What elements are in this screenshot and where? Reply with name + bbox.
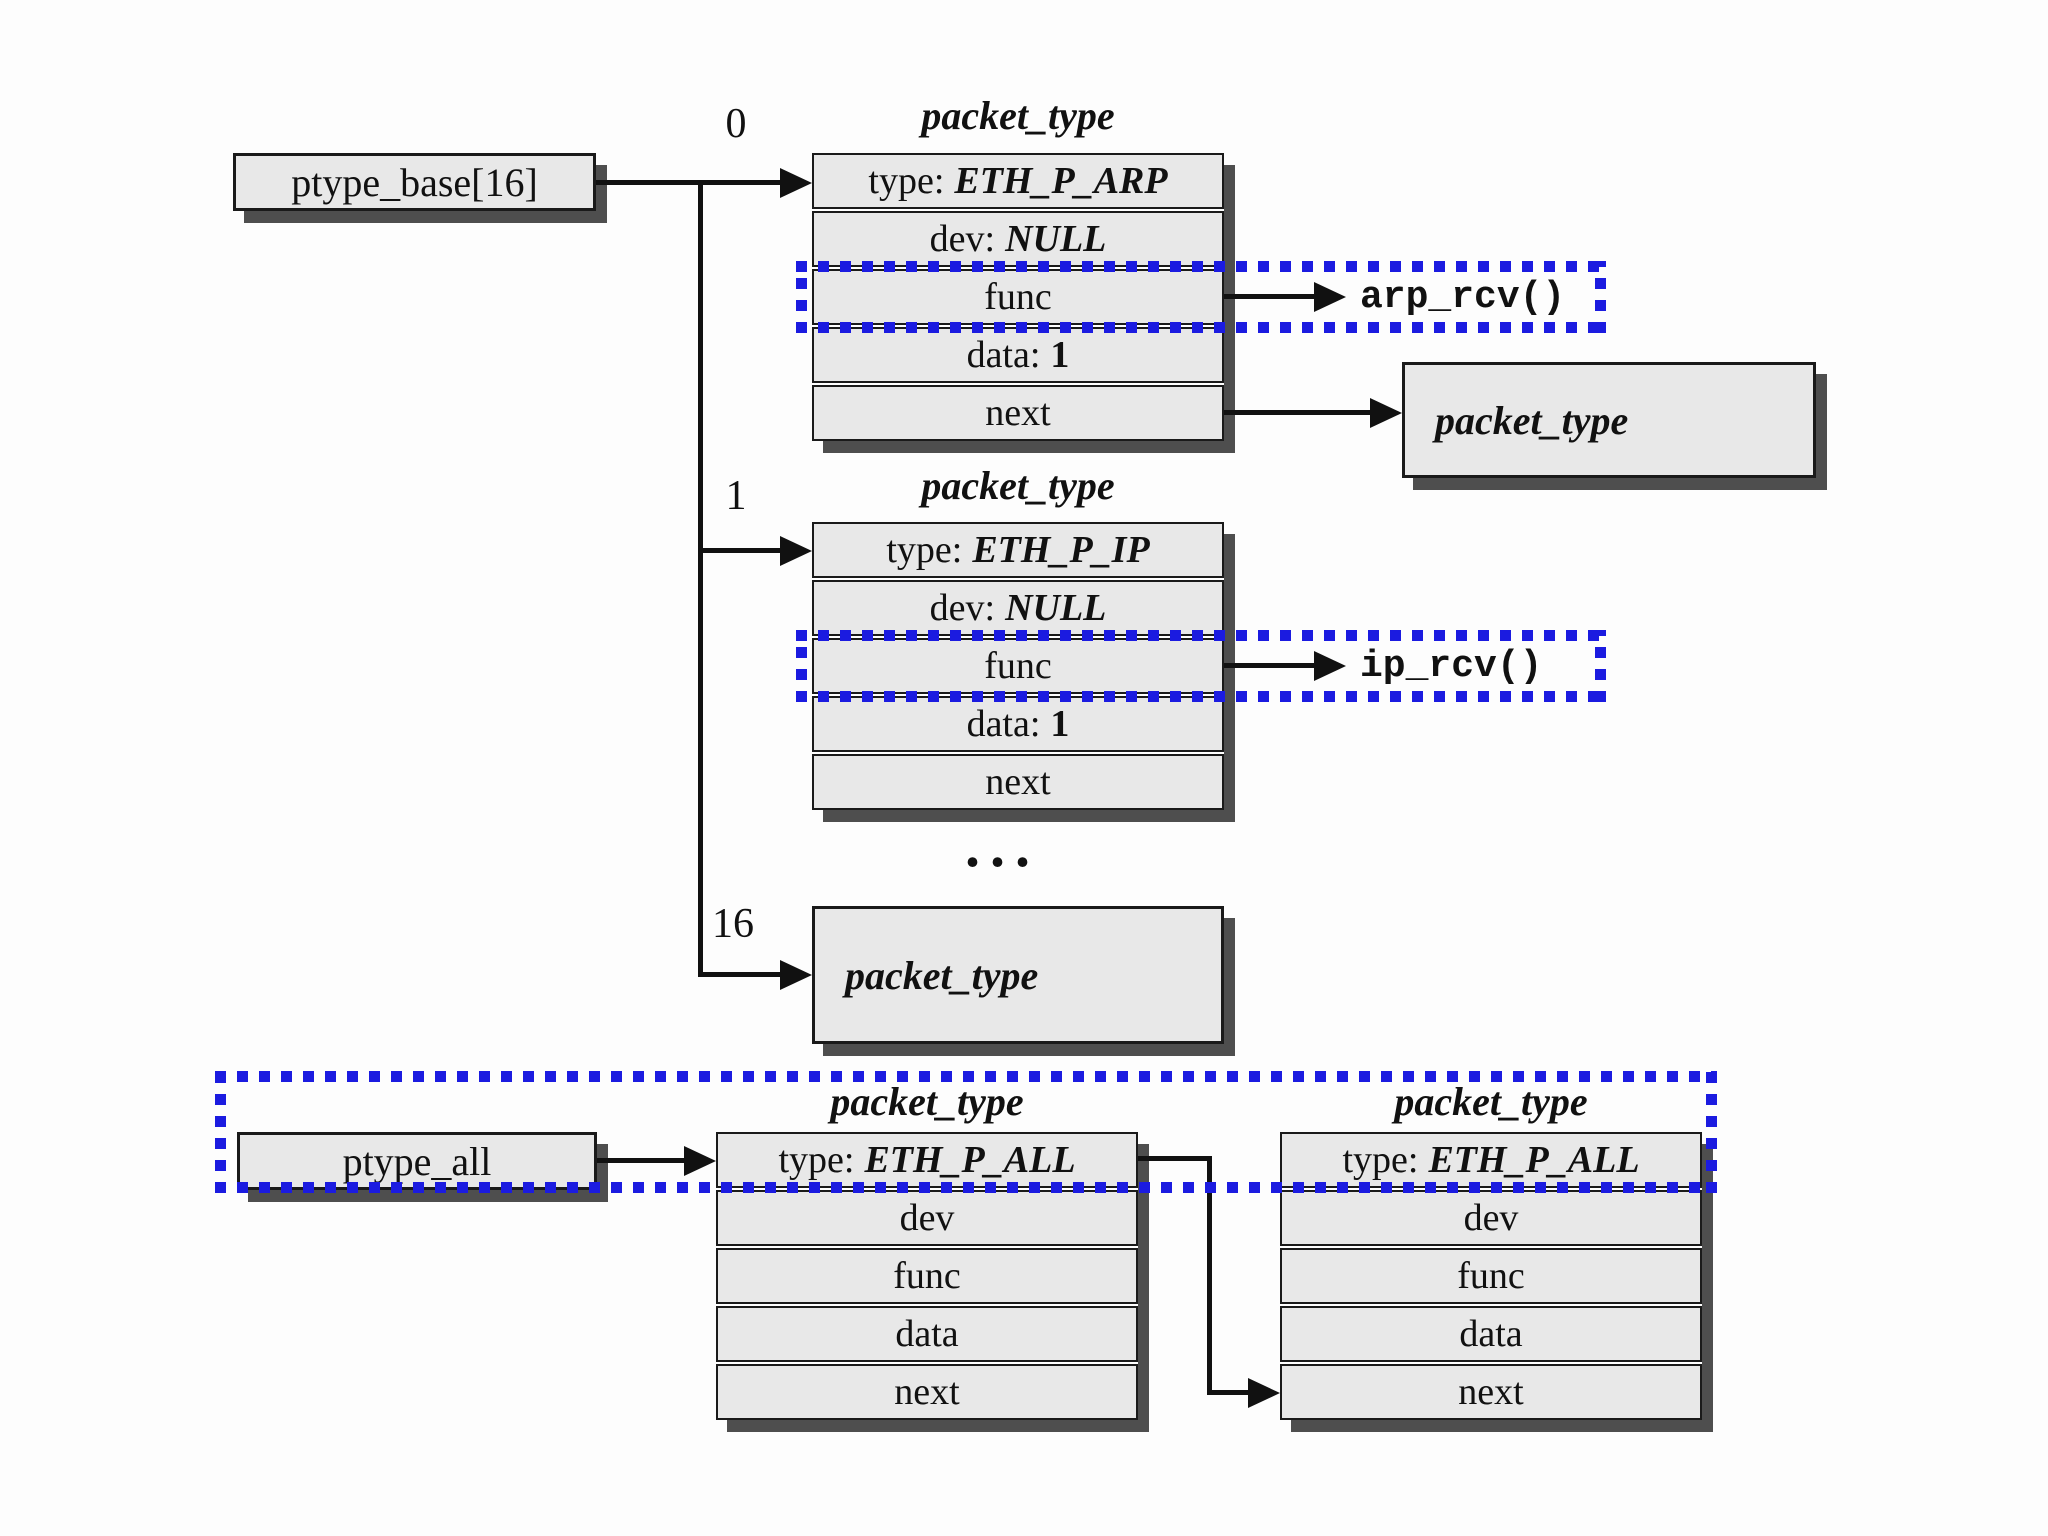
ptype-base-label: ptype_base[16] [291, 159, 538, 205]
next-packet-type-label: packet_type [1435, 397, 1629, 443]
struct-arp-row-dev: dev: NULL [812, 211, 1224, 267]
struct-ip-row-next: next [812, 754, 1224, 810]
struct-arp-row-next: next [812, 385, 1224, 441]
struct-ip-row-func: func [812, 638, 1224, 694]
packet-type-struct-arp: type: ETH_P_ARP dev: NULL func data: 1 n… [812, 153, 1224, 441]
struct-all-b-row-type: type: ETH_P_ALL [1280, 1132, 1702, 1188]
field-label: func [984, 276, 1052, 318]
struct-arp-row-func: func [812, 269, 1224, 325]
struct-all-b-title: packet_type [1394, 1079, 1588, 1124]
struct-all-a-row-type: type: ETH_P_ALL [716, 1132, 1138, 1188]
arp-func-arrowhead [1314, 282, 1346, 312]
field-label: data [895, 1313, 959, 1355]
list-link-arrowhead [1248, 1378, 1280, 1408]
ptype-all-box: ptype_all [237, 1132, 597, 1190]
struct-ip-row-dev: dev: NULL [812, 580, 1224, 636]
struct-ip-title: packet_type [921, 463, 1115, 508]
struct-arp-title: packet_type [921, 93, 1115, 138]
list-link-line-h1 [1138, 1156, 1212, 1161]
hash-trunk-line [698, 180, 703, 977]
ip-rcv-handler: ip_rcv() [1360, 644, 1543, 688]
slot16-packet-type-label: packet_type [845, 952, 1039, 998]
struct-arp-row-type: type: ETH_P_ARP [812, 153, 1224, 209]
branch-16-arrowhead [780, 960, 812, 990]
field-label: next [1458, 1371, 1524, 1413]
struct-all-a-row-dev: dev [716, 1190, 1138, 1246]
branch-1-arrowhead [780, 536, 812, 566]
field-label: data: [966, 703, 1041, 745]
branch-1-label: 1 [725, 473, 747, 519]
field-label: dev: [929, 587, 996, 629]
arp-next-arrow-line [1224, 410, 1374, 415]
packet-type-struct-ip: type: ETH_P_IP dev: NULL func data: 1 ne… [812, 522, 1224, 810]
struct-all-a-row-data: data [716, 1306, 1138, 1362]
field-label: dev [899, 1197, 955, 1239]
field-label: type: [868, 160, 945, 202]
branch-16-label: 16 [712, 901, 754, 947]
field-value: ETH_P_ALL [1428, 1139, 1640, 1181]
struct-all-b-row-next: next [1280, 1364, 1702, 1420]
slot16-packet-type-box: packet_type [812, 906, 1224, 1044]
ptype-all-arrowhead [684, 1146, 716, 1176]
branch-1-line [700, 548, 782, 553]
arp-rcv-handler: arp_rcv() [1360, 275, 1566, 319]
struct-all-a-row-func: func [716, 1248, 1138, 1304]
field-label: type: [886, 529, 963, 571]
ip-func-arrow-line [1224, 663, 1318, 668]
struct-arp-row-data: data: 1 [812, 327, 1224, 383]
field-label: func [893, 1255, 961, 1297]
ptype-all-arrow-line [597, 1158, 686, 1163]
field-value: ETH_P_IP [972, 529, 1150, 571]
branch-0-label: 0 [725, 101, 747, 147]
arp-next-arrowhead [1370, 398, 1402, 428]
field-label: next [894, 1371, 960, 1413]
struct-ip-row-data: data: 1 [812, 696, 1224, 752]
field-label: type: [1342, 1139, 1419, 1181]
field-label: dev: [929, 218, 996, 260]
branch-16-line [698, 972, 782, 977]
struct-ip-row-type: type: ETH_P_IP [812, 522, 1224, 578]
ptype-base-arrow-line [596, 180, 782, 185]
struct-all-b-row-data: data [1280, 1306, 1702, 1362]
branch-0-arrowhead [780, 168, 812, 198]
field-value: NULL [1005, 587, 1107, 629]
field-label: dev [1463, 1197, 1519, 1239]
field-label: type: [778, 1139, 855, 1181]
next-packet-type-box: packet_type [1402, 362, 1816, 478]
ptype-all-label: ptype_all [342, 1138, 492, 1184]
field-label: func [984, 645, 1052, 687]
field-label: func [1457, 1255, 1525, 1297]
arp-func-arrow-line [1224, 294, 1318, 299]
hash-ellipsis: ... [965, 813, 1040, 879]
field-value: ETH_P_ALL [864, 1139, 1076, 1181]
packet-type-struct-all-b: type: ETH_P_ALL dev func data next [1280, 1132, 1702, 1420]
ptype-base-box: ptype_base[16] [233, 153, 596, 211]
packet-type-struct-all-a: type: ETH_P_ALL dev func data next [716, 1132, 1138, 1420]
struct-all-a-row-next: next [716, 1364, 1138, 1420]
list-link-line-h2 [1207, 1390, 1250, 1395]
struct-all-b-row-dev: dev [1280, 1190, 1702, 1246]
struct-all-b-row-func: func [1280, 1248, 1702, 1304]
field-label: data: [966, 334, 1041, 376]
field-value: NULL [1005, 218, 1107, 260]
list-link-line-v [1207, 1156, 1212, 1392]
field-value: ETH_P_ARP [954, 160, 1168, 202]
field-label: next [985, 392, 1051, 434]
field-value: 1 [1050, 703, 1070, 745]
field-value: 1 [1050, 334, 1070, 376]
ip-func-arrowhead [1314, 651, 1346, 681]
field-label: data [1459, 1313, 1523, 1355]
field-label: next [985, 761, 1051, 803]
struct-all-a-title: packet_type [830, 1079, 1024, 1124]
